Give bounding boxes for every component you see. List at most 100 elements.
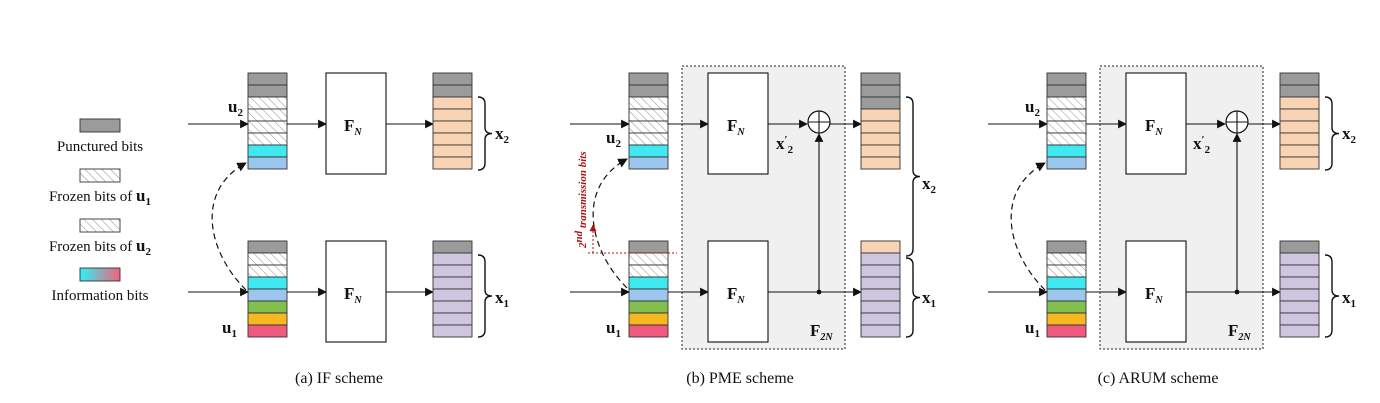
if-fn-top-label-sub: N [353,127,362,138]
pme-x2prime-label-sub: 2 [788,144,794,156]
diagram [79,72,1340,343]
pme-u1-label-sub: 1 [615,328,621,340]
if-u2-label: u2 [228,97,243,119]
arum-u2-stack-cell [1046,84,1087,98]
pme-x2prime-label-sym: x [776,134,785,153]
arum-fn-bottom-label-sub: N [1154,295,1163,306]
arum-x2-stack-cell [1279,120,1320,134]
pme-f2n-label-sub: 2N [819,332,833,343]
pme-fn-top-label: FN [727,116,745,138]
arum-x1-stack-cell [1279,300,1320,314]
pme-x1-stack-cell [860,312,901,326]
if-x1-brace [477,254,493,338]
arum-fn-top-label-sub: N [1154,127,1163,138]
arum-x2-stack-cell [1279,156,1320,170]
if-x1-stack [432,240,473,338]
arum-u2-label-sub: 2 [1034,107,1040,119]
arum-x1-label: x1 [1342,288,1356,310]
arum-u1-stack-cell [1046,240,1087,254]
pme-fn-top [707,72,769,175]
if-x2-stack-cell [432,84,473,98]
legend-frozen-u2-label: Frozen bits of u2 [49,236,152,258]
arum-u1-stack [1046,240,1087,338]
arum-x2-stack-cell [1279,96,1320,110]
pme-x1-stack-cell [860,264,901,278]
pme-x2-stack [860,72,901,170]
pme-x1-stack-cell [860,288,901,302]
pme-x1-stack [860,240,901,338]
pme-fn-bottom-label: FN [727,284,745,306]
arum-u1-stack-cell [1046,324,1087,338]
if-x1-stack-cell [432,252,473,266]
legend-frozen-u2-sym: u [136,236,145,255]
if-fn-bottom [325,240,387,343]
pme-dashed-link [592,158,628,289]
arum-u2-label: u2 [1025,97,1040,119]
pme-x2prime-label: x′2 [776,134,794,156]
if-u1-label-sym: u [222,318,231,337]
if-u2-stack-cell [247,108,288,122]
if-fn-top-label-F: F [344,116,354,135]
arum-u1-label-sym: u [1025,318,1034,337]
pme-u2-stack-cell [628,156,669,170]
legend-punctured-label: Punctured bits [57,139,143,155]
arum-x1-label-sym: x [1342,288,1351,307]
pme-fn-bottom-label-F: F [727,284,737,303]
arum-x2-brace [1324,96,1340,171]
pme-u2-stack [628,72,669,170]
pme-x1-stack-cell [860,324,901,338]
pme-x2-stack-cell [860,156,901,170]
if-fn-bottom-label: FN [344,284,362,306]
arum-x1-label-sub: 1 [1351,298,1357,310]
arum-u1-stack-cell [1046,252,1087,266]
if-x1-stack-cell [432,312,473,326]
pme-x2-stack-cell [860,132,901,146]
arum-x2-stack [1279,72,1320,170]
arum-u1-label: u1 [1025,318,1040,340]
legend-frozen-u1-sym: u [136,186,145,205]
if-u2-stack-cell [247,156,288,170]
if-x2-stack-cell [432,132,473,146]
pme-note-rest: transmission bits [577,151,589,230]
pme-x1-label-sub: 1 [931,298,937,310]
if-u1-stack-cell [247,288,288,302]
pme-u2-label: u2 [606,128,621,150]
if-x1-stack-cell [432,276,473,290]
if-u2-stack-cell [247,120,288,134]
legend-frozen-u1-text: Frozen bits of [49,189,136,205]
pme-u2-stack-cell [628,72,669,86]
arum-u2-stack [1046,72,1087,170]
pme-u2-stack-cell [628,108,669,122]
if-fn-bottom-label-F: F [344,284,354,303]
if-x2-label-sym: x [495,124,504,143]
pme-u1-label-sym: u [606,318,615,337]
arum-x2-label-sym: x [1342,124,1351,143]
arum-u2-stack-cell [1046,144,1087,158]
arum-x1-brace [1324,254,1340,338]
caption-pme: (b) PME scheme [686,370,794,387]
arum-x1-stack-cell [1279,324,1320,338]
pme-u1-stack-cell [628,288,669,302]
pme-x1-label: x1 [922,288,936,310]
pme-x1-stack-cell [860,252,901,266]
arum-x1-stack-cell [1279,264,1320,278]
arum-fn-top [1125,72,1187,175]
arum-f2n-label: F2N [1228,321,1251,343]
if-u2-label-sub: 2 [237,107,243,119]
arum-x2-stack-cell [1279,84,1320,98]
pme-u1-label: u1 [606,318,621,340]
if-x2-label-sub: 2 [504,134,510,146]
caption-arum: (c) ARUM scheme [1098,370,1219,387]
if-x1-stack-cell [432,240,473,254]
arum-f2n-label-sub: 2N [1237,332,1251,343]
arum-u1-stack-cell [1046,264,1087,278]
if-u1-stack-cell [247,264,288,278]
pme-note-text: 2nd transmission bits [573,151,589,249]
arum-u2-stack-cell [1046,120,1087,134]
pme-x2-label: x2 [922,174,937,196]
if-x1-label: x1 [495,288,509,310]
arum-x1-stack-cell [1279,252,1320,266]
arum-fn-top-label-F: F [1145,116,1155,135]
if-fn-bottom-label-sub: N [353,295,362,306]
